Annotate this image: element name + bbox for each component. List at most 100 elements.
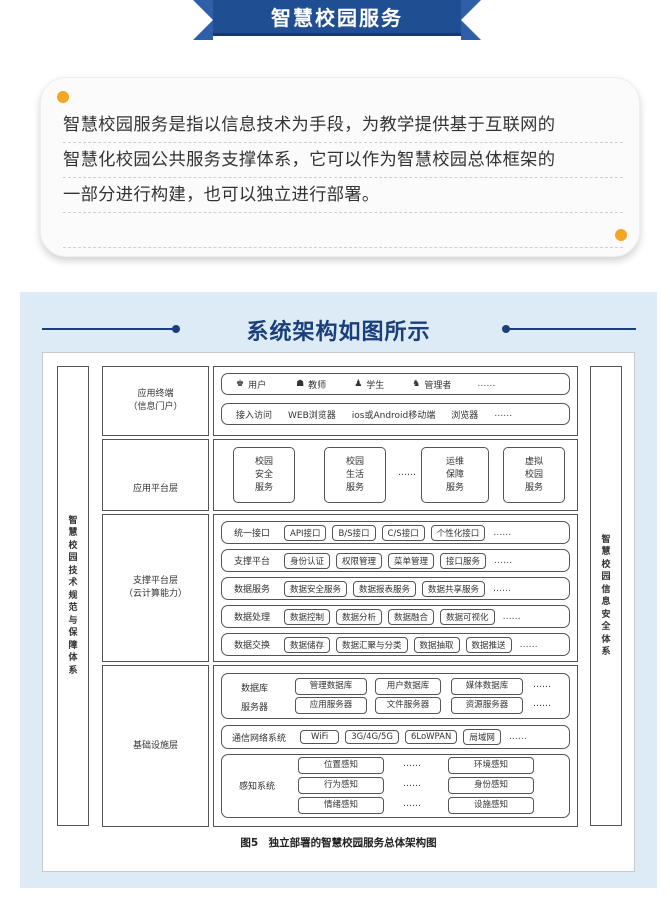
intro-line: 一部分进行构建，也可以独立进行部署。 (63, 178, 623, 213)
ellipsis: …… (508, 732, 527, 742)
ellipsis: …… (403, 779, 421, 789)
support-row-data-exchange: 数据交换 数据储存 数据汇聚与分类 数据抽取 数据推送 …… (221, 633, 570, 656)
intro-line: 智慧校园服务是指以信息技术为手段，为教学提供基于互联网的 (63, 108, 623, 143)
intro-line-blank (63, 213, 623, 248)
ellipsis: …… (494, 555, 513, 566)
db-item: 用户数据库 (375, 678, 441, 695)
layer-platform: 应用平台层 (102, 439, 209, 511)
support-chip: 数据汇聚与分类 (336, 636, 408, 653)
support-chip: 数据抽取 (413, 636, 460, 653)
sensing-item: 行为感知 (298, 777, 384, 794)
section-banner: 智慧校园服务 (193, 0, 481, 40)
terminal-users-row: ♚ 用户 ☗ 教师 ♟ 学生 ♞ 管理者 …… (221, 373, 570, 395)
architecture-panel: 系统架构如图所示 智慧校园技术规范与保障体系 智慧校园信息安全体系 应用终端 （… (20, 292, 657, 888)
ellipsis: …… (493, 527, 512, 538)
banner-ribbon-right (461, 0, 481, 40)
banner-ribbon-left (193, 0, 213, 40)
student-icon: ♟ (354, 379, 363, 389)
server-item: 应用服务器 (295, 697, 367, 714)
teacher-label: 教师 (308, 380, 327, 391)
ellipsis: …… (477, 379, 496, 389)
support-row-label: 统一接口 (234, 529, 271, 539)
network-label: 通信网络系统 (232, 733, 287, 744)
support-chip: 数据共享服务 (422, 580, 486, 597)
intro-paragraph: 智慧校园服务是指以信息技术为手段，为教学提供基于互联网的 智慧化校园公共服务支撑… (63, 108, 623, 248)
support-chip: 菜单管理 (388, 552, 435, 569)
access-label: 接入访问 (236, 410, 273, 421)
admin-label: 管理者 (424, 380, 452, 391)
support-chip: 数据融合 (388, 608, 435, 625)
service-ops: 运维保障服务 (421, 447, 489, 503)
service-campus-life: 校园生活服务 (324, 447, 386, 503)
orange-dot-icon (57, 91, 69, 103)
sensing-item: 身份感知 (448, 777, 534, 794)
title-rule-right (506, 328, 636, 330)
network-chip: 局域网 (463, 729, 501, 745)
support-chip: C/S接口 (381, 524, 425, 541)
intro-card: 智慧校园服务是指以信息技术为手段，为教学提供基于互联网的 智慧化校园公共服务支撑… (40, 77, 640, 257)
support-chip: 数据可视化 (440, 608, 495, 625)
student-label: 学生 (366, 380, 385, 391)
db-item: 媒体数据库 (451, 678, 523, 695)
browser: 浏览器 (451, 410, 479, 421)
support-chip: 接口服务 (440, 552, 487, 569)
teacher-icon: ☗ (296, 379, 305, 389)
server-label: 服务器 (241, 703, 269, 713)
ellipsis: …… (533, 699, 551, 709)
banner-body: 智慧校园服务 (213, 0, 461, 36)
mobile-client: ios或Android移动端 (351, 410, 436, 421)
ellipsis: …… (494, 409, 513, 419)
users-icon: ♚ (236, 379, 245, 389)
support-chip: API接口 (284, 524, 327, 541)
support-chip: 个性化接口 (430, 524, 486, 541)
network-row: 通信网络系统 WiFi 3G/4G/5G 6LoWPAN 局域网 …… (221, 725, 570, 749)
tech-standard-label: 智慧校园技术规范与保障体系 (68, 515, 78, 676)
support-chip: B/S接口 (332, 524, 376, 541)
ellipsis: …… (493, 583, 512, 594)
support-row-label: 数据服务 (234, 585, 271, 595)
sensing-item: 环境感知 (448, 757, 534, 774)
layer-support-sublabel: （云计算能力） (123, 589, 187, 599)
network-chip: 6LoWPAN (404, 730, 458, 744)
support-chip: 数据推送 (465, 636, 512, 653)
support-row-label: 数据处理 (234, 613, 271, 623)
user-label: 用户 (248, 380, 267, 391)
sensing-item: 设施感知 (448, 797, 534, 814)
admin-icon: ♞ (412, 379, 421, 389)
security-label: 智慧校园信息安全体系 (601, 534, 611, 658)
intro-line: 智慧化校园公共服务支撑体系，它可以作为智慧校园总体框架的 (63, 143, 623, 178)
support-chip: 数据安全服务 (284, 580, 348, 597)
sensing-item: 位置感知 (298, 757, 384, 774)
support-chip: 数据控制 (284, 608, 331, 625)
support-row-data-service: 数据服务 数据安全服务 数据报表服务 数据共享服务 …… (221, 577, 570, 600)
web-browser: WEB浏览器 (288, 410, 336, 421)
server-item: 资源服务器 (451, 697, 523, 714)
network-chip: 3G/4G/5G (345, 730, 399, 744)
ellipsis: …… (398, 468, 416, 478)
support-chip: 身份认证 (284, 552, 331, 569)
layer-terminal: 应用终端 （信息门户） (102, 366, 209, 436)
orange-dot-icon (615, 229, 627, 241)
support-row-label: 支撑平台 (234, 557, 271, 567)
support-row-label: 数据交换 (234, 641, 271, 651)
terminal-access-row: 接入访问 WEB浏览器 ios或Android移动端 浏览器 …… (221, 403, 570, 425)
layer-support: 支撑平台层 （云计算能力） (102, 514, 209, 662)
support-chip: 数据分析 (336, 608, 383, 625)
sensing-item: 情绪感知 (298, 797, 384, 814)
tech-standard-column: 智慧校园技术规范与保障体系 (57, 366, 89, 826)
server-item: 文件服务器 (375, 697, 441, 714)
ellipsis: …… (533, 680, 551, 690)
support-row-interface: 统一接口 API接口 B/S接口 C/S接口 个性化接口 …… (221, 521, 570, 544)
support-row-platform: 支撑平台 身份认证 权限管理 菜单管理 接口服务 …… (221, 549, 570, 572)
service-virtual-campus: 虚拟校园服务 (503, 447, 565, 503)
layer-support-label: 支撑平台层 (132, 576, 178, 586)
panel-title: 系统架构如图所示 (246, 320, 431, 345)
db-item: 管理数据库 (295, 678, 367, 695)
ellipsis: …… (403, 759, 421, 769)
layer-infra-label: 基础设施层 (132, 740, 178, 751)
ellipsis: …… (403, 799, 421, 809)
layer-infra: 基础设施层 (102, 665, 209, 827)
security-column: 智慧校园信息安全体系 (590, 366, 622, 826)
architecture-figure: 智慧校园技术规范与保障体系 智慧校园信息安全体系 应用终端 （信息门户） 应用平… (42, 352, 635, 872)
support-chip: 数据储存 (284, 636, 331, 653)
